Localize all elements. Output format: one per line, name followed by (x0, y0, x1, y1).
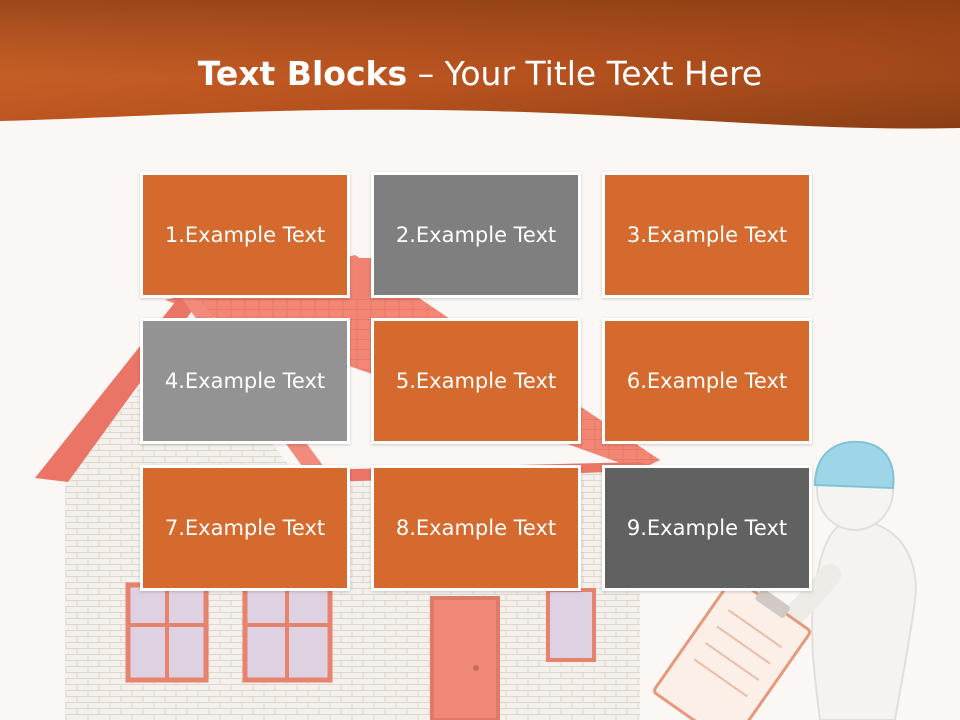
text-block-label: 9.Example Text (626, 516, 788, 540)
text-block-2: 2.Example Text (371, 172, 581, 298)
text-block-1: 1.Example Text (140, 172, 350, 298)
text-block-label: 4.Example Text (164, 369, 326, 393)
text-block-8: 8.Example Text (371, 465, 581, 591)
title-bold: Text Blocks (197, 54, 408, 93)
header-band (0, 0, 960, 129)
clipboard-icon (653, 576, 812, 720)
text-block-6: 6.Example Text (602, 318, 812, 444)
worker-figure-illustration (653, 440, 917, 720)
text-block-label: 8.Example Text (395, 516, 557, 540)
text-block-label: 2.Example Text (395, 223, 557, 247)
hard-hat-icon (813, 440, 895, 490)
text-block-5: 5.Example Text (371, 318, 581, 444)
title-rest: Your Title Text Here (444, 54, 763, 93)
text-block-3: 3.Example Text (602, 172, 812, 298)
text-block-label: 7.Example Text (164, 516, 326, 540)
text-block-4: 4.Example Text (140, 318, 350, 444)
title-dash: – (407, 54, 445, 93)
text-block-9: 9.Example Text (602, 465, 812, 591)
text-block-label: 3.Example Text (626, 223, 788, 247)
page-title: Text Blocks – Your Title Text Here (0, 52, 960, 96)
text-block-7: 7.Example Text (140, 465, 350, 591)
text-block-label: 5.Example Text (395, 369, 557, 393)
text-block-label: 6.Example Text (626, 369, 788, 393)
text-block-label: 1.Example Text (164, 223, 326, 247)
